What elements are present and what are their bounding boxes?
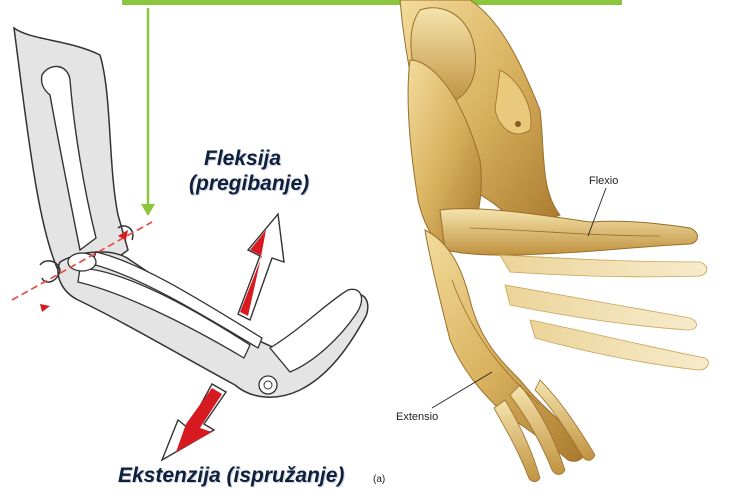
right-arm-illustration xyxy=(400,0,709,482)
extensio-label: Extensio xyxy=(396,411,438,423)
panel-letter: (a) xyxy=(373,474,385,485)
flexio-label: Flexio xyxy=(589,175,618,187)
header-fragment xyxy=(122,0,622,5)
extension-label: Ekstenzija (ispružanje) xyxy=(118,464,344,488)
flexion-label-line2: (pregibanje) xyxy=(189,172,309,196)
flexion-label-line1: Fleksija xyxy=(204,147,281,171)
forearm-flexio xyxy=(440,209,698,255)
ghost-forearm-1 xyxy=(500,255,707,277)
left-arm-illustration xyxy=(14,28,368,397)
pointer-arrowhead-icon xyxy=(141,204,155,216)
rotation-arrow-icon xyxy=(40,304,50,312)
wrist-bone xyxy=(259,376,277,394)
